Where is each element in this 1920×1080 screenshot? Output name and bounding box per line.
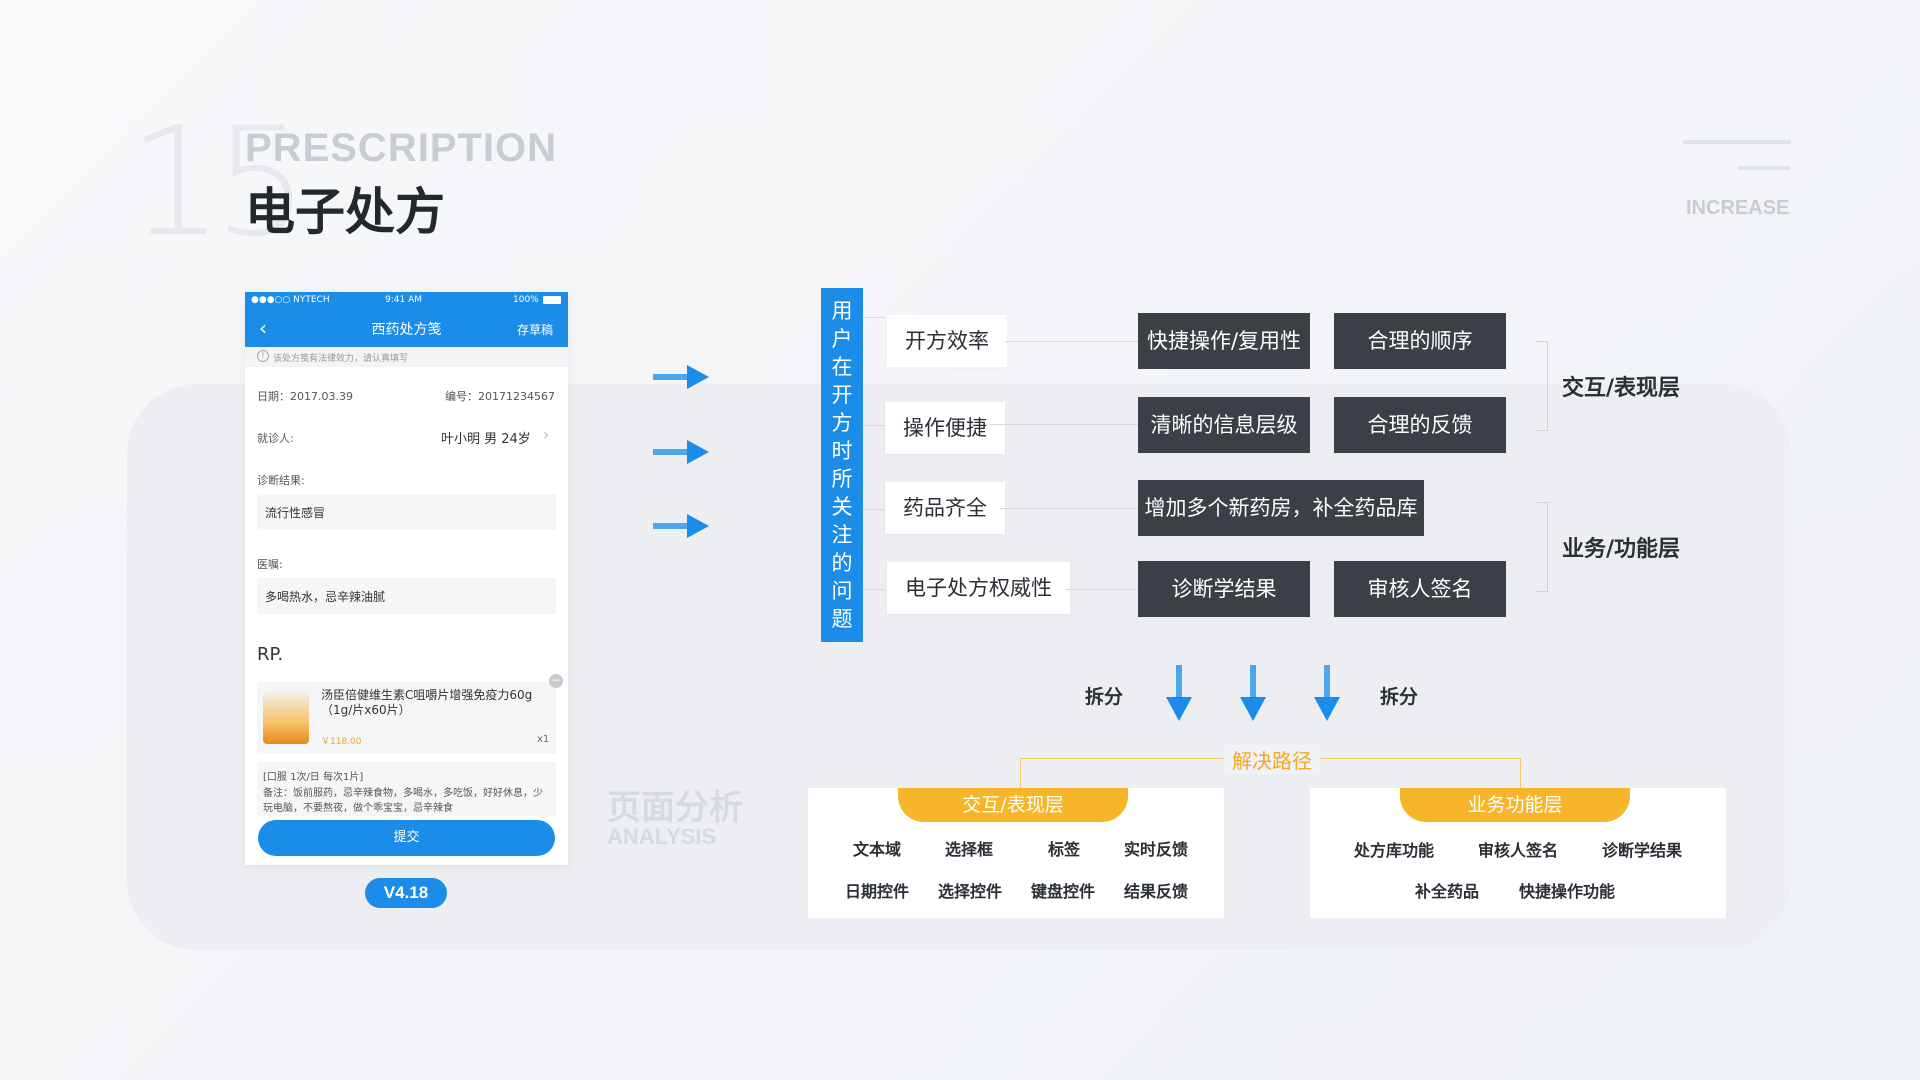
connector [1005, 341, 1138, 342]
concern-authority: 电子处方权威性 [887, 562, 1070, 614]
solution-reviewer-sign: 审核人签名 [1334, 561, 1506, 617]
concern-efficiency: 开方效率 [887, 315, 1007, 367]
analysis-title-en: ANALYSIS [607, 824, 716, 850]
diagnosis-value: 流行性感冒 [265, 504, 325, 521]
notice-text: 该处方笺有法律效力，请认真填写 [273, 351, 408, 364]
carrier-text: ●●●○○ NYTECH [251, 295, 330, 305]
connector [1065, 589, 1138, 590]
drug-name: 汤臣倍健维生素C咀嚼片增强免疫力60g（1g/片x60片） [321, 688, 551, 718]
decor-line [1738, 166, 1790, 170]
concerns-title: 用户在开方时所关注的问题 [831, 297, 853, 633]
card-item: 标签 [1048, 836, 1080, 860]
patient-select[interactable]: 叶小明 男 24岁 [441, 428, 531, 447]
patient-label: 就诊人: [257, 430, 294, 446]
connector [863, 317, 885, 318]
card-item: 实时反馈 [1124, 836, 1188, 860]
layer-business: 业务/功能层 [1562, 531, 1680, 563]
usage-text: [口服 1次/日 每次1片] [263, 768, 363, 783]
remove-icon[interactable]: − [549, 674, 563, 688]
connector [863, 509, 885, 510]
remark-text: 备注：饭前服药，忌辛辣食物，多喝水，多吃饭，好好休息，少玩电脑，不要熬夜，做个乖… [263, 786, 551, 816]
chevron-right-icon: › [543, 425, 549, 444]
arrow-right-icon [653, 440, 709, 464]
solution-feedback: 合理的反馈 [1334, 397, 1506, 453]
connector [863, 425, 885, 426]
concerns-title-bar: 用户在开方时所关注的问题 [821, 288, 863, 642]
nav-bar: ‹ 西药处方笺 存草稿 [245, 309, 568, 347]
split-label: 拆分 [1085, 682, 1123, 709]
business-card: 业务功能层 处方库功能 审核人签名 诊断学结果 补全药品 快捷操作功能 [1310, 788, 1726, 918]
card-item: 诊断学结果 [1602, 837, 1682, 861]
interaction-card: 交互/表现层 文本域 选择框 标签 实时反馈 日期控件 选择控件 键盘控件 结果… [808, 788, 1224, 918]
drug-qty: x1 [537, 734, 549, 745]
connector [863, 589, 885, 590]
arrow-down-icon [1164, 665, 1194, 721]
battery-icon [543, 296, 561, 304]
card-item: 处方库功能 [1354, 837, 1434, 861]
solve-line [1020, 758, 1021, 788]
drug-image [263, 690, 309, 744]
card-item: 补全药品 [1415, 878, 1479, 902]
save-draft-button[interactable]: 存草稿 [517, 321, 553, 338]
solve-path-label: 解决路径 [1224, 745, 1320, 774]
arrow-down-icon [1312, 665, 1342, 721]
drug-card[interactable]: 汤臣倍健维生素C咀嚼片增强免疫力60g（1g/片x60片） ￥118.00 x1 [257, 682, 556, 754]
card-item: 快捷操作功能 [1519, 878, 1615, 902]
solution-diagnosis: 诊断学结果 [1138, 561, 1310, 617]
drug-price: ￥118.00 [321, 734, 362, 747]
analysis-title-cn: 页面分析 [607, 780, 743, 829]
date-text: 日期：2017.03.39 [257, 388, 353, 404]
submit-button[interactable]: 提交 [258, 820, 555, 856]
title-english: PRESCRIPTION [245, 126, 557, 171]
diagnosis-label: 诊断结果: [257, 472, 305, 488]
rp-label: RP. [257, 644, 283, 665]
connector [1000, 508, 1138, 509]
card-item: 选择框 [945, 836, 993, 860]
status-bar: ●●●○○ NYTECH 9:41 AM 100% [245, 292, 568, 309]
arrow-right-icon [653, 365, 709, 389]
clock-text: 9:41 AM [385, 295, 422, 305]
advice-value: 多喝热水，忌辛辣油腻 [265, 588, 385, 605]
diagnosis-field[interactable]: 流行性感冒 [257, 494, 556, 530]
increase-label: INCREASE [1686, 197, 1789, 220]
solution-quick-ops: 快捷操作/复用性 [1138, 313, 1310, 369]
split-label: 拆分 [1380, 682, 1418, 709]
advice-field[interactable]: 多喝热水，忌辛辣油腻 [257, 578, 556, 614]
interaction-card-title: 交互/表现层 [898, 788, 1128, 822]
solution-pharmacy: 增加多个新药房，补全药品库 [1138, 480, 1424, 536]
card-item: 日期控件 [845, 878, 909, 902]
concern-drug-completeness: 药品齐全 [885, 482, 1005, 534]
connector [990, 424, 1138, 425]
arrow-right-icon [653, 514, 709, 538]
business-card-title: 业务功能层 [1400, 788, 1630, 822]
card-item: 键盘控件 [1031, 878, 1095, 902]
concern-convenience: 操作便捷 [885, 402, 1005, 454]
usage-block: [口服 1次/日 每次1片] 备注：饭前服药，忌辛辣食物，多喝水，多吃饭，好好休… [257, 762, 556, 816]
page-title: 电子处方 [245, 172, 445, 244]
version-badge: V4.18 [365, 878, 447, 908]
card-item: 审核人签名 [1478, 837, 1558, 861]
legal-notice: ! 该处方笺有法律效力，请认真填写 [245, 347, 568, 367]
battery-text: 100% [513, 295, 539, 305]
solve-line [1520, 758, 1521, 788]
card-item: 选择控件 [938, 878, 1002, 902]
bracket [1535, 502, 1548, 592]
record-number: 编号：20171234567 [445, 388, 555, 404]
layer-interaction: 交互/表现层 [1562, 370, 1680, 402]
decor-line [1683, 140, 1791, 144]
card-item: 结果反馈 [1124, 878, 1188, 902]
solution-info-hierarchy: 清晰的信息层级 [1138, 397, 1310, 453]
bracket [1535, 341, 1548, 431]
info-icon: ! [257, 350, 269, 362]
solution-order: 合理的顺序 [1334, 313, 1506, 369]
card-item: 文本域 [853, 836, 901, 860]
arrow-down-icon [1238, 665, 1268, 721]
advice-label: 医嘱: [257, 556, 283, 572]
phone-mockup: ●●●○○ NYTECH 9:41 AM 100% ‹ 西药处方笺 存草稿 ! … [245, 292, 568, 865]
